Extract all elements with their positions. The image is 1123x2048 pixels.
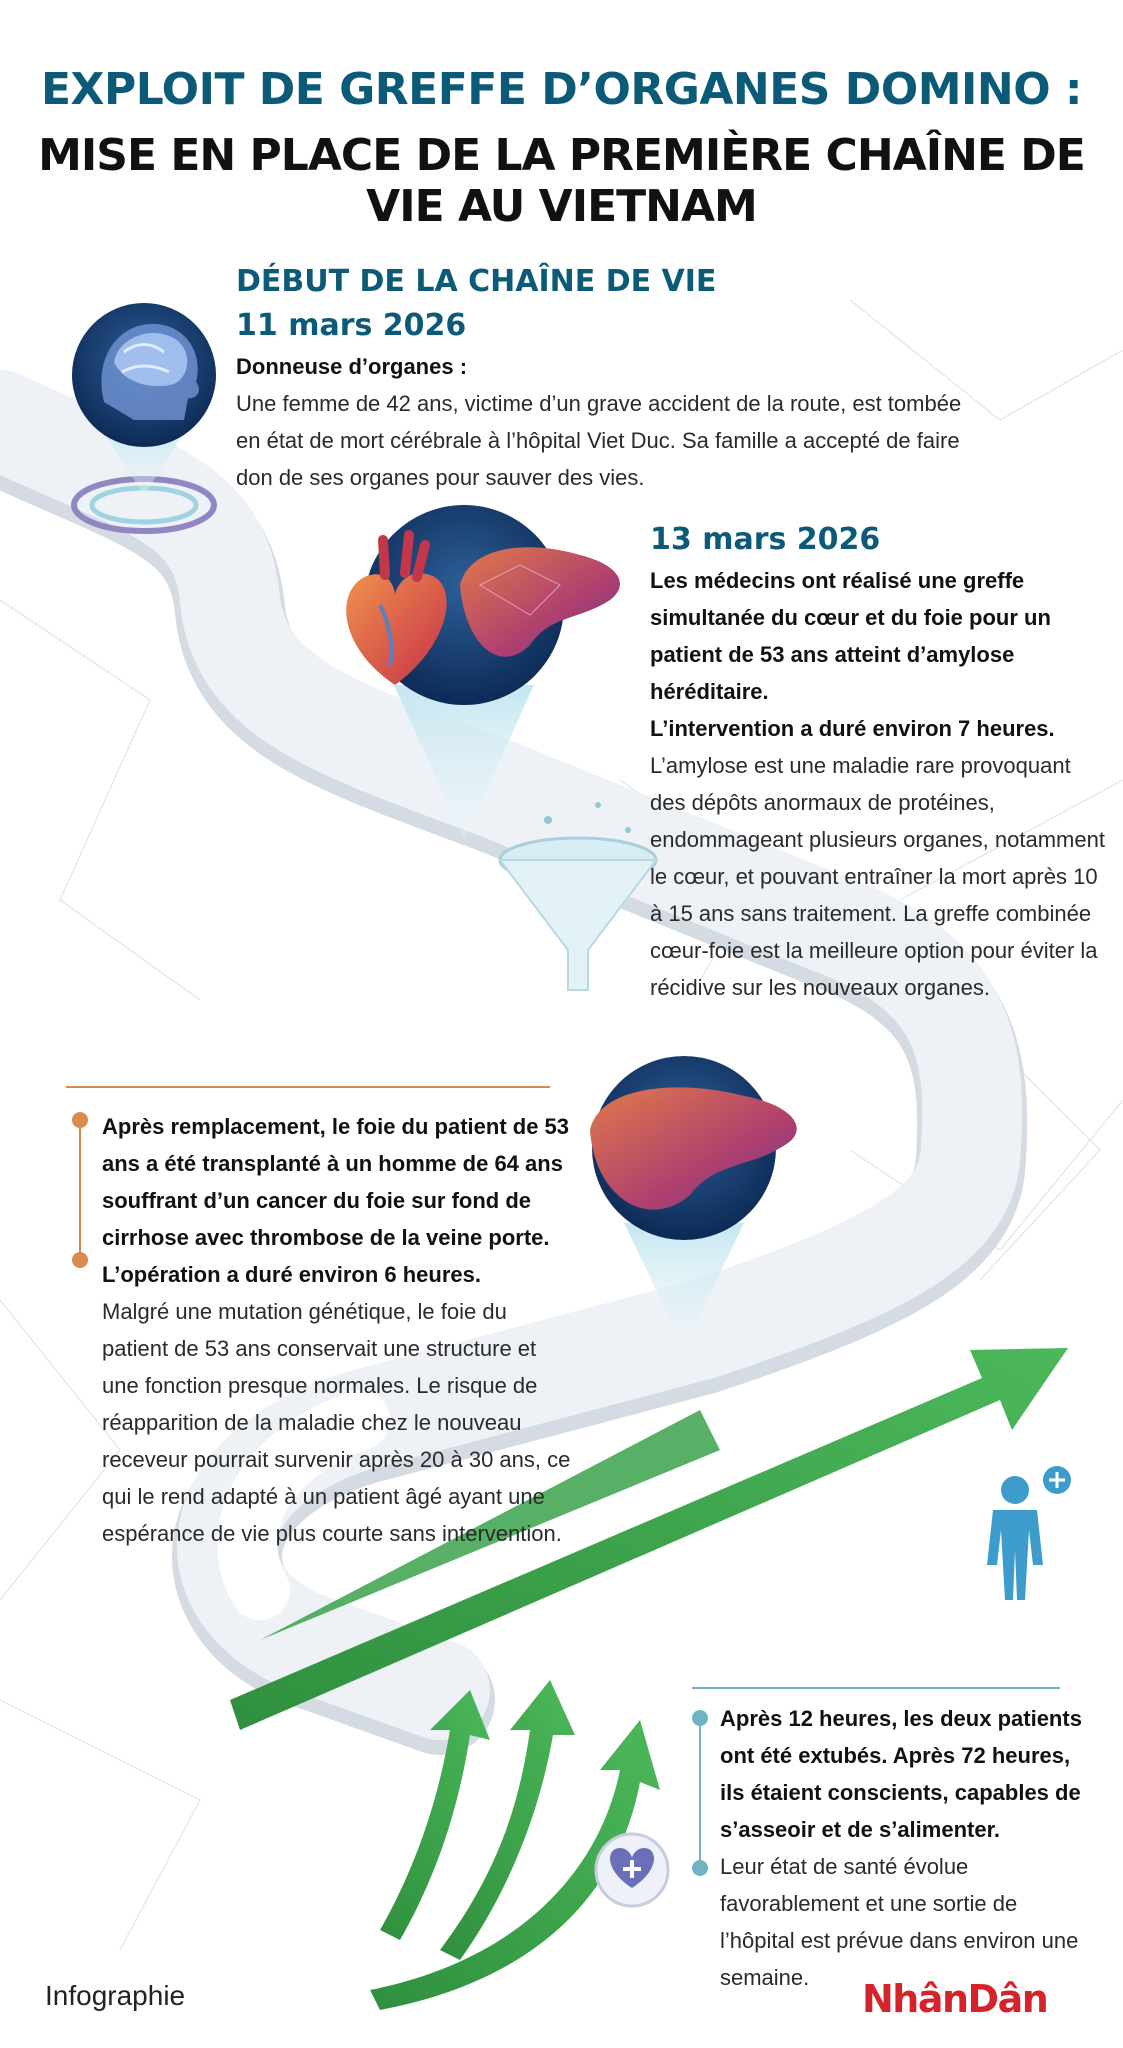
liver-icon <box>460 547 620 657</box>
transplant-bold-text: Les médecins ont réalisé une greffe simu… <box>650 568 1051 704</box>
human-figure-icon <box>987 1466 1071 1600</box>
arrow-icon <box>230 1348 1068 1730</box>
section-domino-transplant: Après remplacement, le foie du patient d… <box>102 1108 572 1552</box>
main-title-line-1: EXPLOIT DE GREFFE D’ORGANES DOMINO : <box>40 64 1083 115</box>
heart-icon <box>346 530 447 685</box>
section-first-transplant: 13 mars 2026 Les médecins ont réalisé un… <box>650 518 1110 1006</box>
section-donor: DÉBUT DE LA CHAÎNE DE VIE 11 mars 2026 D… <box>236 260 976 496</box>
transplant-duration: L’intervention a duré environ 7 heures. <box>650 716 1055 741</box>
section-date: 11 mars 2026 <box>236 308 467 343</box>
brand-logo: NhânDân <box>862 1977 1049 2021</box>
funnel-icon <box>497 802 659 991</box>
footer-label: Infographie <box>45 1980 186 2011</box>
section-recovery: Après 12 heures, les deux patients ont é… <box>720 1700 1090 1996</box>
donor-text: Une femme de 42 ans, victime d’un grave … <box>236 391 962 490</box>
domino-bold-text: Après remplacement, le foie du patient d… <box>102 1114 570 1250</box>
heart-plus-icon <box>594 1832 670 1908</box>
main-title-line-2: MISE EN PLACE DE LA PREMIÈRE CHAÎNE DE V… <box>38 130 1086 232</box>
recovery-text: Leur état de santé évolue favorablement … <box>720 1854 1079 1990</box>
liver-icon-2 <box>590 1087 797 1210</box>
domino-duration: L’opération a duré environ 6 heures. <box>102 1262 481 1287</box>
domino-text: Malgré une mutation génétique, le foie d… <box>102 1299 571 1546</box>
road <box>0 370 1028 1755</box>
section-date: 13 mars 2026 <box>650 522 881 557</box>
section-heading: DÉBUT DE LA CHAÎNE DE VIE <box>236 264 717 299</box>
transplant-text: L’amylose est une maladie rare provoquan… <box>650 753 1105 1000</box>
donor-label: Donneuse d’organes : <box>236 354 468 379</box>
brain-icon <box>101 323 199 420</box>
recovery-bold-text: Après 12 heures, les deux patients ont é… <box>720 1706 1082 1842</box>
